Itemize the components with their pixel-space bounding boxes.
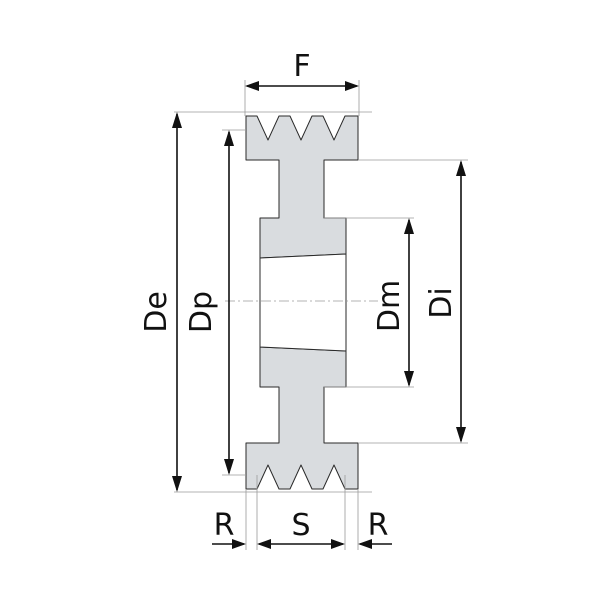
label-pitch-diameter: Dp (184, 291, 219, 333)
dimension-inner-rim-diameter: Di (424, 160, 466, 443)
label-face-width: F (293, 49, 310, 84)
label-groove-spacing: S (291, 508, 310, 543)
dimension-face-width: F (245, 49, 359, 91)
label-hub-diameter: Dm (372, 280, 407, 332)
dimension-outer-diameter: De (139, 112, 182, 492)
bore (259, 253, 347, 352)
label-outer-diameter: De (139, 291, 174, 333)
reference-lines (174, 80, 468, 550)
dimension-bottom-row: R S R (212, 508, 392, 549)
dimension-pitch-diameter: Dp (184, 130, 234, 475)
upper-rim-web-hub (245, 115, 359, 259)
label-inner-rim-diameter: Di (424, 287, 459, 318)
label-edge-distance-right: R (368, 508, 389, 543)
lower-rim-web-hub (245, 346, 359, 490)
dimension-hub-diameter: Dm (372, 218, 414, 387)
pulley-cross-section (245, 115, 359, 490)
label-edge-distance-left: R (214, 508, 235, 543)
